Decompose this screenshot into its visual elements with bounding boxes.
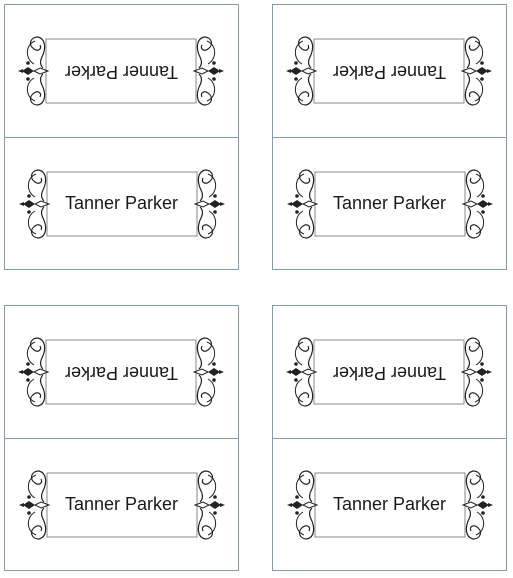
- ornamental-frame-icon: [286, 169, 494, 239]
- guest-name: Tanner Parker: [332, 363, 447, 383]
- guest-name: Tanner Parker: [332, 193, 447, 213]
- ornamental-frame-icon: [18, 470, 226, 540]
- place-card: Tanner Parker Tanner Parker: [4, 4, 239, 270]
- card-front-panel-upside-down: Tanner Parker: [5, 306, 238, 438]
- place-card: Tanner Parker Tanner Parker: [4, 305, 239, 571]
- fold-line: [273, 438, 506, 439]
- guest-name: Tanner Parker: [332, 62, 447, 82]
- guest-name: Tanner Parker: [64, 494, 179, 514]
- ornamental-frame-icon: [285, 337, 493, 407]
- guest-name: Tanner Parker: [64, 62, 179, 82]
- ornamental-frame-icon: [286, 470, 494, 540]
- guest-name: Tanner Parker: [332, 494, 447, 514]
- guest-name: Tanner Parker: [64, 193, 179, 213]
- card-front-panel-upside-down: Tanner Parker: [273, 5, 506, 137]
- ornamental-frame-icon: [285, 36, 493, 106]
- ornamental-frame-icon: [18, 169, 226, 239]
- fold-line: [5, 438, 238, 439]
- place-card: Tanner Parker Tanner Parker: [272, 305, 507, 571]
- card-front-panel-upside-down: Tanner Parker: [273, 306, 506, 438]
- card-back-panel: Tanner Parker: [5, 138, 238, 270]
- card-back-panel: Tanner Parker: [273, 138, 506, 270]
- guest-name: Tanner Parker: [64, 363, 179, 383]
- card-back-panel: Tanner Parker: [273, 439, 506, 571]
- card-back-panel: Tanner Parker: [5, 439, 238, 571]
- ornamental-frame-icon: [17, 337, 225, 407]
- fold-line: [5, 137, 238, 138]
- place-card: Tanner Parker Tanner Parker: [272, 4, 507, 270]
- ornamental-frame-icon: [17, 36, 225, 106]
- fold-line: [273, 137, 506, 138]
- card-front-panel-upside-down: Tanner Parker: [5, 5, 238, 137]
